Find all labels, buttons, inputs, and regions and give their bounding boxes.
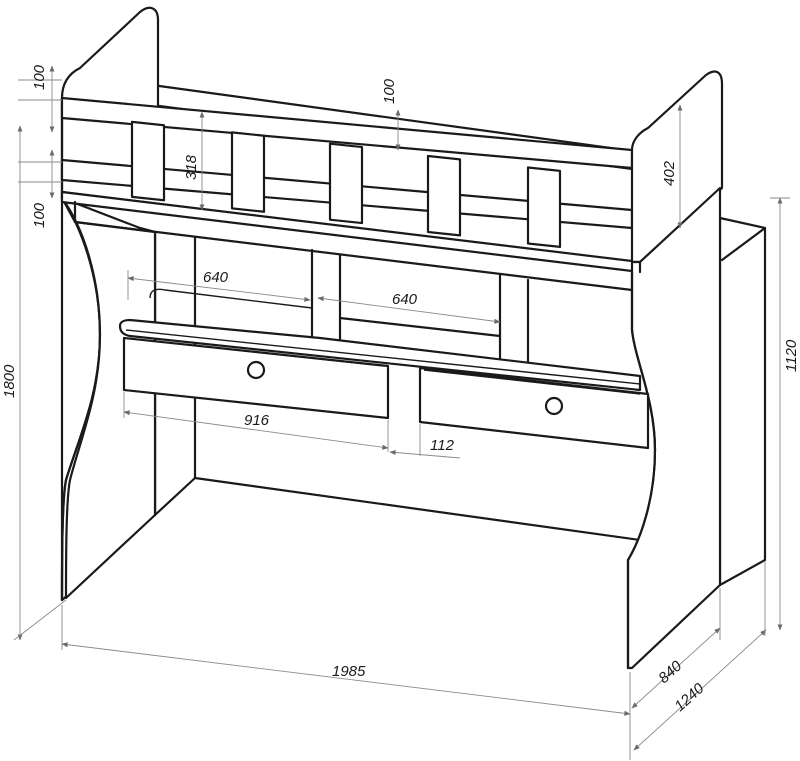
dim-total-length: 1985 bbox=[332, 663, 366, 680]
dim-shelf-right: 640 bbox=[392, 291, 418, 308]
right-side-panel bbox=[626, 70, 724, 670]
dim-drawer-width: 916 bbox=[244, 412, 270, 429]
dim-shelf-left: 640 bbox=[203, 269, 229, 286]
left-side-panel bbox=[60, 6, 160, 602]
dim-guard-height: 318 bbox=[183, 154, 200, 180]
dim-top-rail: 100 bbox=[31, 64, 48, 90]
dimension-lines bbox=[13, 65, 790, 760]
dim-lower-rail: 100 bbox=[31, 202, 48, 228]
dim-desk-height: 1120 bbox=[783, 339, 800, 372]
dim-total-height: 1800 bbox=[1, 364, 18, 398]
dim-drawer-gap: 112 bbox=[430, 437, 455, 454]
drawer-knob-left bbox=[246, 360, 266, 380]
dim-back-rail: 100 bbox=[381, 78, 398, 104]
dim-side-guard-height: 402 bbox=[661, 160, 678, 186]
drawer-knob-right bbox=[544, 396, 564, 416]
desk bbox=[118, 318, 650, 450]
dim-total-depth: 1240 bbox=[671, 680, 708, 715]
guard-slats bbox=[130, 120, 562, 248]
desk-right-block bbox=[718, 216, 767, 587]
